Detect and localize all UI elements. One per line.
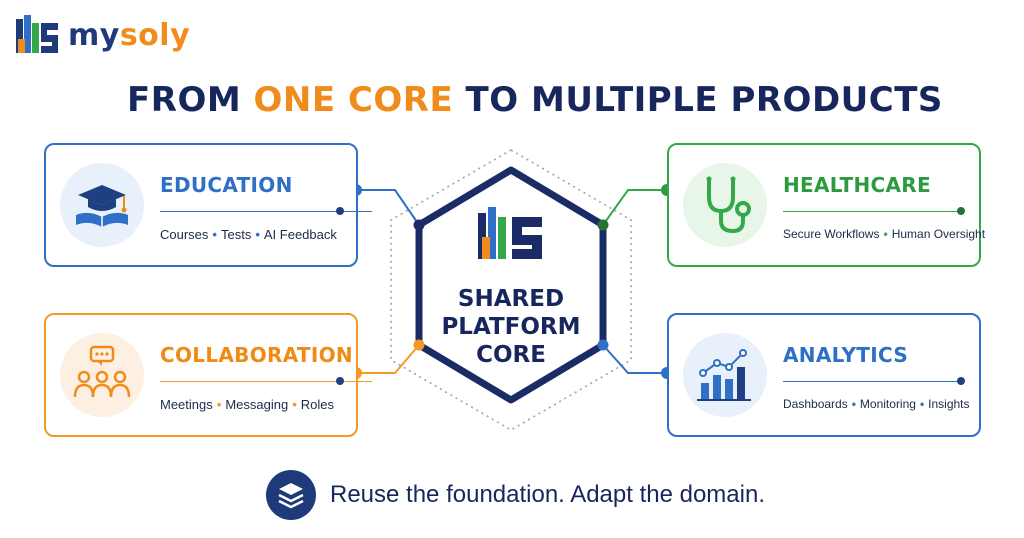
footer-tagline: Reuse the foundation. Adapt the domain.: [266, 470, 765, 520]
card-collaboration-tags: Meetings•Messaging•Roles: [160, 397, 334, 412]
tag-separator: •: [851, 397, 856, 411]
card-education-divider: [160, 211, 372, 212]
tag: Courses: [160, 227, 209, 242]
graduation-cap-book-icon: [76, 185, 128, 227]
card-education-divider-dot: [336, 207, 344, 215]
card-collaboration-divider: [160, 381, 372, 382]
core-label: SHARED PLATFORM CORE: [421, 285, 601, 369]
card-analytics: ANALYTICS Dashboards•Monitoring•Insights: [667, 313, 981, 437]
core-label-line1: SHARED: [457, 286, 565, 312]
tag-separator: •: [255, 227, 260, 242]
layers-icon-glyph: [278, 483, 304, 509]
people-chat-icon: [73, 345, 131, 398]
card-healthcare-title: HEALTHCARE: [783, 173, 931, 197]
card-healthcare-tags: Secure Workflows•Human Oversight: [783, 227, 985, 241]
stethoscope-icon: [706, 176, 751, 234]
connector-analytics: [602, 344, 667, 374]
card-education-title: EDUCATION: [160, 173, 293, 197]
tag: Human Oversight: [891, 227, 986, 241]
card-analytics-divider-dot: [957, 377, 965, 385]
tag: Secure Workflows: [783, 227, 880, 241]
card-collaboration-title: COLLABORATION: [160, 343, 353, 367]
tag-separator: •: [212, 227, 217, 242]
brand-name-part1: my: [68, 18, 120, 53]
title-highlight: ONE CORE: [253, 80, 454, 120]
connector-dot-healthcare-core: [597, 219, 609, 231]
page-title: FROM ONE CORE TO MULTIPLE PRODUCTS: [0, 80, 1024, 120]
outer-dotted-hexagon: [390, 149, 632, 431]
connector-dot-analytics-core: [597, 339, 609, 351]
title-part1: FROM: [127, 80, 254, 120]
card-analytics-title: ANALYTICS: [783, 343, 909, 367]
connector-dot-education-core: [413, 219, 425, 231]
tag-separator: •: [216, 397, 222, 412]
tag-separator: •: [292, 397, 297, 412]
layers-icon: [266, 470, 316, 520]
mysoly-logo-icon: [16, 15, 58, 53]
analytics-icon-bg: [683, 333, 767, 417]
card-analytics-divider: [783, 381, 961, 382]
title-part2: TO MULTIPLE PRODUCTS: [453, 80, 943, 120]
healthcare-icon-bg: [683, 163, 767, 247]
card-analytics-tags: Dashboards•Monitoring•Insights: [783, 397, 970, 411]
tag: Insights: [928, 397, 970, 411]
brand-name: mysoly: [68, 21, 190, 51]
tag: Meetings: [160, 397, 213, 412]
connector-collaboration: [356, 344, 420, 374]
card-education-tags: Courses•Tests•AI Feedback: [160, 227, 337, 242]
tag: Tests: [220, 227, 252, 242]
tag: Roles: [300, 397, 334, 412]
tag-separator: •: [883, 227, 888, 241]
card-collaboration: COLLABORATION Meetings•Messaging•Roles: [44, 313, 372, 437]
tag: Monitoring: [859, 397, 916, 411]
brand-name-part2: soly: [119, 18, 191, 53]
tag-separator: •: [919, 397, 925, 411]
card-education: EDUCATION Courses•Tests•AI Feedback: [44, 143, 372, 267]
connector-education: [356, 189, 420, 226]
bar-chart-trend-icon: [697, 349, 751, 401]
card-healthcare-divider-dot: [957, 207, 965, 215]
core-label-line2: PLATFORM: [441, 314, 581, 340]
connector-dot-collaboration-core: [413, 339, 425, 351]
tag: Dashboards: [783, 397, 848, 411]
footer-text: Reuse the foundation. Adapt the domain.: [330, 481, 765, 508]
tag: AI Feedback: [263, 227, 337, 242]
tag: Messaging: [225, 397, 289, 412]
connector-healthcare: [602, 189, 667, 226]
card-collaboration-divider-dot: [336, 377, 344, 385]
card-healthcare: HEALTHCARE Secure Workflows•Human Oversi…: [667, 143, 985, 267]
card-healthcare-divider: [783, 211, 961, 212]
core-logo-icon: [478, 207, 542, 259]
core-label-line3: CORE: [476, 342, 546, 368]
brand-logo: mysoly: [14, 14, 190, 58]
